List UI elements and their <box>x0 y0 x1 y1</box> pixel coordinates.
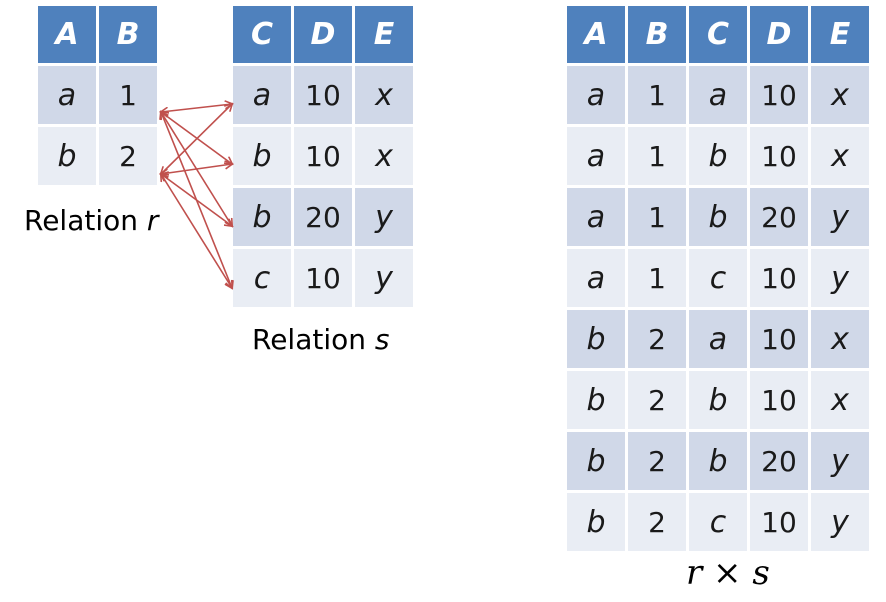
table-row: a 1 b 10 x <box>567 127 869 185</box>
cell-a: b <box>567 310 625 368</box>
relation-r-caption: Relation r <box>24 204 158 237</box>
table-row: b 2 b 20 y <box>567 432 869 490</box>
caption-text: Relation <box>24 204 138 237</box>
cell-d: 10 <box>294 127 352 185</box>
header-c: C <box>689 6 747 63</box>
caption-text: Relation <box>252 323 366 356</box>
relation-s-table: C D E a 10 x b 10 x b 20 y c 10 y <box>230 3 416 310</box>
cell-b: 1 <box>99 66 157 124</box>
caption-var: s <box>374 323 390 356</box>
cell-d: 10 <box>750 310 808 368</box>
header-d: D <box>294 6 352 63</box>
cell-a: b <box>567 371 625 429</box>
cell-e: y <box>811 432 869 490</box>
caption-var: r <box>146 204 159 237</box>
cell-b: 2 <box>628 432 686 490</box>
cell-e: x <box>355 66 413 124</box>
cell-c: b <box>233 127 291 185</box>
cell-c: c <box>689 249 747 307</box>
table-row: a 1 b 20 y <box>567 188 869 246</box>
table-row: a 1 <box>38 66 157 124</box>
cell-e: y <box>811 188 869 246</box>
cell-a: a <box>567 249 625 307</box>
cell-a: a <box>567 66 625 124</box>
cell-c: c <box>233 249 291 307</box>
arrow-group <box>161 104 232 288</box>
cell-a: b <box>567 432 625 490</box>
cell-d: 10 <box>294 249 352 307</box>
cell-e: x <box>811 310 869 368</box>
cell-b: 1 <box>628 127 686 185</box>
table-row: b 2 b 10 x <box>567 371 869 429</box>
cell-a: b <box>38 127 96 185</box>
arrow-r2-s3 <box>161 174 232 226</box>
cell-c: c <box>689 493 747 551</box>
header-d: D <box>750 6 808 63</box>
table-row: c 10 y <box>233 249 413 307</box>
cell-d: 20 <box>750 432 808 490</box>
cell-d: 10 <box>750 127 808 185</box>
cell-b: 1 <box>628 249 686 307</box>
table-row: b 2 <box>38 127 157 185</box>
header-c: C <box>233 6 291 63</box>
cell-a: a <box>567 188 625 246</box>
table-row: a 1 a 10 x <box>567 66 869 124</box>
cell-d: 10 <box>294 66 352 124</box>
cell-c: a <box>689 310 747 368</box>
table-row: a 10 x <box>233 66 413 124</box>
table-row: b 2 a 10 x <box>567 310 869 368</box>
cell-b: 1 <box>628 66 686 124</box>
cell-b: 1 <box>628 188 686 246</box>
cell-d: 10 <box>750 371 808 429</box>
arrow-r2-s2 <box>161 164 232 174</box>
header-a: A <box>38 6 96 63</box>
table-row: a 1 c 10 y <box>567 249 869 307</box>
cell-d: 20 <box>750 188 808 246</box>
header-e: E <box>811 6 869 63</box>
cell-e: x <box>811 371 869 429</box>
cell-e: y <box>355 249 413 307</box>
cartesian-product-table: A B C D E a 1 a 10 x a 1 b 10 x a 1 b 20… <box>564 3 872 554</box>
cell-c: b <box>689 188 747 246</box>
cell-b: 2 <box>99 127 157 185</box>
cell-c: a <box>233 66 291 124</box>
relation-s-caption: Relation s <box>252 323 390 356</box>
cell-e: y <box>355 188 413 246</box>
header-e: E <box>355 6 413 63</box>
table-row: b 2 c 10 y <box>567 493 869 551</box>
cell-e: x <box>811 127 869 185</box>
cell-a: b <box>567 493 625 551</box>
cell-a: a <box>38 66 96 124</box>
cell-e: y <box>811 249 869 307</box>
cell-c: b <box>233 188 291 246</box>
cell-d: 10 <box>750 249 808 307</box>
cell-c: b <box>689 127 747 185</box>
cell-c: b <box>689 371 747 429</box>
cell-c: a <box>689 66 747 124</box>
cell-a: a <box>567 127 625 185</box>
relation-r-table: A B a 1 b 2 <box>35 3 160 188</box>
arrow-r1-s1 <box>161 104 232 112</box>
cell-d: 20 <box>294 188 352 246</box>
cartesian-product-caption: r × s <box>686 553 770 593</box>
cell-c: b <box>689 432 747 490</box>
cell-d: 10 <box>750 66 808 124</box>
table-row: b 20 y <box>233 188 413 246</box>
cell-e: x <box>355 127 413 185</box>
table-row: b 10 x <box>233 127 413 185</box>
cell-e: y <box>811 493 869 551</box>
cell-b: 2 <box>628 310 686 368</box>
header-a: A <box>567 6 625 63</box>
cell-b: 2 <box>628 493 686 551</box>
cell-b: 2 <box>628 371 686 429</box>
cell-e: x <box>811 66 869 124</box>
cell-d: 10 <box>750 493 808 551</box>
arrow-r2-s4 <box>161 174 232 288</box>
header-b: B <box>99 6 157 63</box>
header-b: B <box>628 6 686 63</box>
